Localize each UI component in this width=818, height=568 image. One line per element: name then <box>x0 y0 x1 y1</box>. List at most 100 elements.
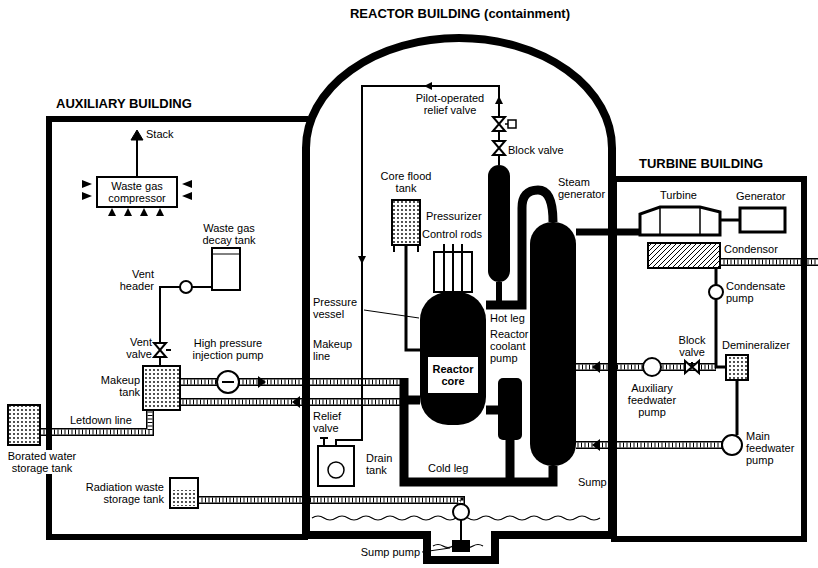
reactor-coolant-system <box>508 120 516 128</box>
part-label: Core flood tank <box>376 170 436 194</box>
waste-gas-system <box>82 180 92 200</box>
flow-arrow <box>592 361 600 373</box>
pump-symbol <box>222 381 234 383</box>
part-label: Drain tank <box>366 452 398 476</box>
turbine-system <box>640 207 720 235</box>
waste-gas-system <box>136 138 138 176</box>
waste-gas-system <box>166 349 171 351</box>
part-label: Cold leg <box>428 462 468 474</box>
waste-gas-system <box>131 130 143 140</box>
reactor-coolant-system <box>406 245 420 350</box>
reactor-coolant-system <box>498 378 522 440</box>
building-wall <box>306 38 612 560</box>
auxiliary-building: AUXILIARY BUILDINGWaste gas compressor <box>46 116 308 540</box>
part-label: High pressure injection pump <box>188 337 268 361</box>
waste-gas-system <box>182 180 192 200</box>
pipe <box>198 500 461 504</box>
building-heading: TURBINE BUILDING <box>639 156 763 171</box>
waste-gas-system <box>154 343 166 357</box>
building-wall <box>614 179 804 539</box>
reactor-coolant-system <box>318 446 354 486</box>
waste-gas-system <box>108 208 164 216</box>
part-label: Makeup line <box>313 338 357 362</box>
reactor-coolant-system <box>336 86 499 446</box>
sump-pump <box>460 520 462 540</box>
pipe <box>40 410 150 432</box>
pipe <box>180 380 404 385</box>
pipe <box>40 410 150 432</box>
reactor-coolant-system <box>444 244 462 300</box>
turbine-system <box>722 435 742 455</box>
compressor-box: Waste gas compressor <box>96 176 178 208</box>
part-label: Main feedwater pump <box>746 430 800 466</box>
reactor-coolant-system <box>493 117 505 131</box>
pipe <box>40 262 818 504</box>
part-label: Stack <box>146 128 174 140</box>
tank <box>8 366 198 508</box>
turbine-system <box>576 207 785 455</box>
turbine-system <box>648 243 720 268</box>
reactor-coolant-system <box>530 222 576 466</box>
waste-gas-system <box>212 254 240 255</box>
part-label: Makeup tank <box>96 374 140 398</box>
turbine-system <box>643 358 661 376</box>
tank <box>143 366 180 410</box>
part-label: Vent valve <box>116 336 152 360</box>
box-text: Waste gas compressor <box>100 180 174 204</box>
waste-gas-system <box>82 130 240 366</box>
reactor-core-box: Reactor core <box>426 355 480 395</box>
box-text: Reactor core <box>430 363 476 387</box>
part-label: Letdown line <box>70 414 132 426</box>
part-label: Vent header <box>114 268 154 292</box>
part-label: Condensate pump <box>726 280 790 304</box>
part-label: Hot leg <box>490 312 525 324</box>
part-label: Generator <box>736 190 786 202</box>
turbine-system <box>726 355 748 380</box>
reactor-coolant-system <box>318 86 576 486</box>
pipe <box>180 380 404 385</box>
building-heading: AUXILIARY BUILDING <box>56 96 192 111</box>
part-label: Pressure vessel <box>313 296 359 320</box>
tank <box>170 478 198 508</box>
turbine-system <box>740 208 785 232</box>
tank <box>172 490 196 506</box>
pipe <box>180 378 404 386</box>
waste-gas-system <box>212 248 240 290</box>
part-label: Block valve <box>508 144 564 156</box>
flow-arrow <box>592 439 600 451</box>
part-label: Relief valve <box>313 410 347 434</box>
part-label: Turbine <box>660 189 697 201</box>
turbine-system <box>720 219 740 222</box>
building-wall <box>611 176 807 542</box>
pump-symbol <box>217 371 239 393</box>
pipe <box>40 410 150 432</box>
reactor-coolant-system <box>320 438 328 446</box>
turbine-system <box>660 207 700 235</box>
reactor-coolant-system <box>394 245 418 252</box>
part-label: Pilot-operated relief valve <box>408 92 492 116</box>
pipe <box>198 500 461 504</box>
part-label: Sump <box>578 476 607 488</box>
waste-gas-system <box>180 281 192 293</box>
part-label: Radiation waste storage tank <box>62 481 164 505</box>
part-label: Steam generator <box>558 176 608 200</box>
reactor-coolant-system <box>420 292 486 425</box>
reactor-coolant-system <box>493 141 505 155</box>
sump-pump <box>452 540 470 552</box>
turbine-system <box>709 285 723 299</box>
part-label: Auxiliary feedwater pump <box>620 382 684 418</box>
part-label: Borated water storage tank <box>4 450 80 474</box>
part-label: Condensor <box>724 243 778 255</box>
part-label: Pressurizer <box>426 210 482 222</box>
sump-pump <box>453 504 469 520</box>
reactor-coolant-system <box>328 462 344 478</box>
building-heading: REACTOR BUILDING (containment) <box>302 6 618 21</box>
part-label: Sump pump <box>360 546 420 558</box>
pipe <box>198 500 461 504</box>
turbine-system <box>685 361 699 373</box>
part-label: Waste gas decay tank <box>196 222 262 246</box>
turbine-system <box>691 362 693 367</box>
flow-arrow <box>292 396 300 408</box>
reactor-coolant-system <box>488 165 510 282</box>
